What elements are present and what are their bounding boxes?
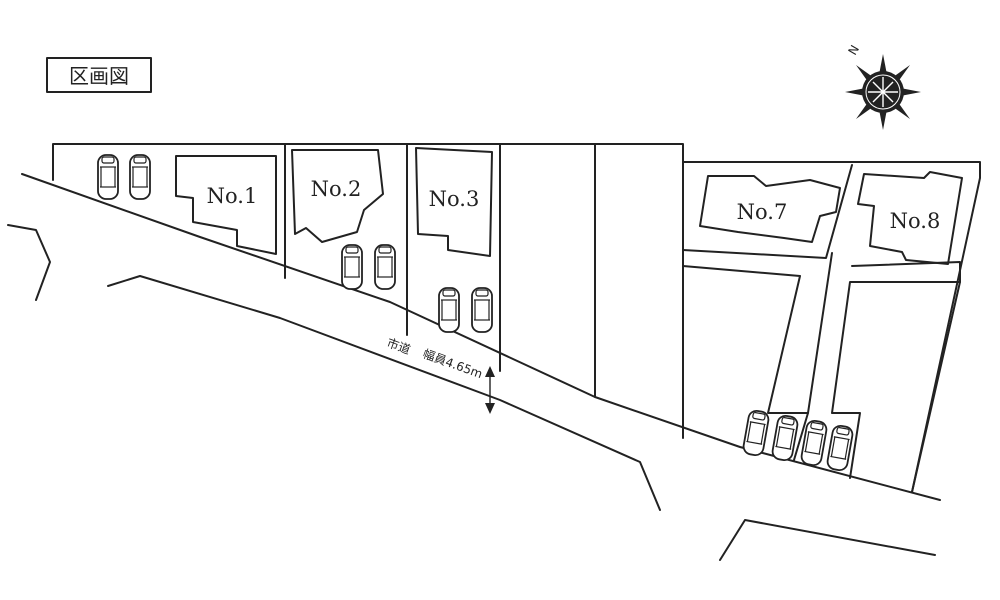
lot-dividers bbox=[284, 143, 961, 493]
lot-label-no2: No.2 bbox=[311, 177, 362, 201]
lot-label-no1: No.1 bbox=[207, 184, 258, 208]
title-box: 区画図 bbox=[46, 57, 152, 93]
car-icon bbox=[97, 154, 119, 200]
car-icon bbox=[374, 244, 396, 290]
building-no1 bbox=[175, 155, 277, 255]
road: 市道 幅員4.65m bbox=[7, 173, 941, 561]
road-width: 幅員4.65m bbox=[421, 346, 485, 381]
building-no2 bbox=[291, 149, 384, 243]
car-icon bbox=[129, 154, 151, 200]
compass-icon: N bbox=[845, 43, 921, 130]
lot-labels: No.1 No.2 No.3 No.7 No.8 bbox=[207, 177, 941, 233]
car-icon bbox=[741, 408, 771, 458]
road-south-edge-right bbox=[719, 519, 936, 561]
car-icon bbox=[341, 244, 363, 290]
building-footprints bbox=[175, 147, 963, 265]
building-no3 bbox=[415, 147, 493, 257]
building-no8 bbox=[857, 171, 963, 265]
car-icon bbox=[438, 287, 460, 333]
building-no7 bbox=[699, 175, 841, 243]
title-frame bbox=[46, 57, 152, 93]
road-south-edge-left bbox=[7, 224, 51, 301]
road-name: 市道 bbox=[385, 335, 413, 357]
lot-label-no8: No.8 bbox=[890, 209, 941, 233]
lot-label-no7: No.7 bbox=[737, 200, 788, 224]
road-width-arrow bbox=[485, 366, 495, 414]
plan-title: 区画図 bbox=[69, 64, 129, 88]
lot-label-no3: No.3 bbox=[429, 187, 480, 211]
car-icon bbox=[471, 287, 493, 333]
car-icon bbox=[825, 423, 855, 473]
road-south-edge-main bbox=[107, 275, 661, 511]
compass-north-label: N bbox=[845, 43, 862, 58]
car-icon bbox=[770, 413, 800, 463]
